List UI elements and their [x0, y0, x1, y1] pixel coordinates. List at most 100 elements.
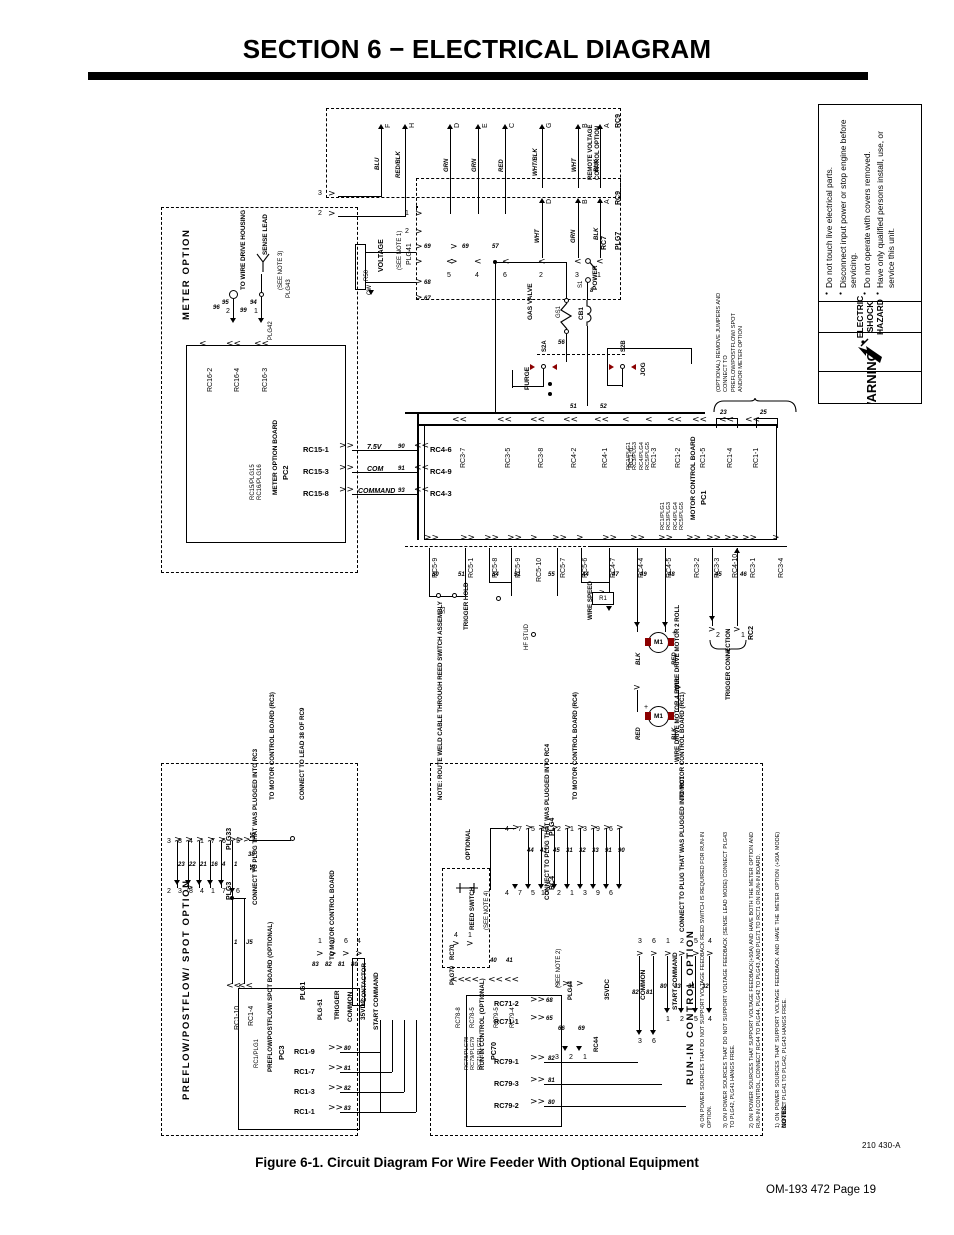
- r1-label: R1: [599, 595, 607, 602]
- route-weld-cable-note: NOTE: ROUTE WELD CABLE THROUGH REED SWIT…: [437, 601, 444, 800]
- conn-b-rc5-10: RC5-10: [536, 557, 543, 582]
- j6-label-a: J6: [250, 832, 257, 840]
- pc1-board: [424, 424, 777, 540]
- pc2-name: METER OPTION BOARD: [272, 419, 279, 495]
- remote-voltage-control-box: [326, 108, 621, 198]
- connect-plug-rc1-note: CONNECT TO PLUG THAT WAS PLUGGED INTO RC…: [679, 775, 686, 932]
- connector-rc9b-label: RC9: [615, 190, 622, 205]
- reed-rc78-8: RC78-8: [456, 1007, 462, 1028]
- trigger-hold-label: TRIGGER HOLD: [463, 582, 470, 630]
- pc3-conns: RC1/PLG1: [254, 1038, 260, 1068]
- optional-label-reed: OPTIONAL: [466, 829, 472, 860]
- plg41-box: [416, 206, 418, 208]
- wire-93: 93: [398, 488, 405, 494]
- pf-rc1-3: RC1-3: [294, 1087, 315, 1096]
- warning-items: Do not touch live electrical parts. Disc…: [819, 105, 921, 301]
- pc1-conns-left: RC1/PLG1 RC3/PLG3 RC4/PLG4 RC5/PLG5: [626, 441, 652, 470]
- runin-control-option-box: [430, 763, 763, 1136]
- ri-rc79-1: RC79-1: [494, 1057, 519, 1066]
- conn-b-rc5-7: RC5-7: [560, 557, 567, 578]
- see-note-3: (SEE NOTE 3): [278, 250, 284, 290]
- wire-drive-motor-4roll: M1: [648, 706, 669, 727]
- pc70-conns: RC78/PLG78 RC79/PLG79 RC71/PLG71: [464, 1036, 483, 1070]
- remove-jumpers-note: (OPTIONAL) REMOVE JUMPERS AND CONNECT TO…: [716, 292, 744, 392]
- pc2-conns: RC15/PLG15 RC16/PLG16: [250, 464, 263, 500]
- notes-item-1: 1) ON POWER SOURCES THAT SUPPORT VOLTAGE…: [775, 832, 789, 1128]
- connect-plug-rc3-note: CONNECT TO PLUG THAT WAS PLUGGED INTO RC…: [252, 748, 259, 905]
- warning-header: ⚠ WARNING ELECTRIC SHOCK HAZARD: [819, 296, 921, 403]
- wire-57: 57: [492, 244, 499, 250]
- gas-valve-label: GAS VALVE: [527, 283, 534, 320]
- pc1-id: PC1: [699, 490, 708, 505]
- pc3-name: PREFLOW/POSTFLOW/ SPOT BOARD (OPTIONAL): [267, 921, 274, 1072]
- rc1-10-label: RC1-10: [234, 1005, 241, 1030]
- rc2-label: RC2: [748, 625, 755, 640]
- conn-b-rc5-1: RC5-1: [468, 557, 475, 578]
- meter-option-label: METER OPTION: [181, 228, 192, 320]
- voltage-label: VOLTAGE: [378, 239, 385, 272]
- wire-drive-motor-2roll: M1: [648, 632, 669, 653]
- connector-rc9-label: RC9: [615, 113, 622, 128]
- motor-id: M1: [653, 639, 664, 646]
- pc3-board: [238, 988, 360, 1130]
- conn-b-rc3-4: RC3-4: [778, 557, 785, 578]
- conn-b-rc4-10: RC4-10: [732, 553, 739, 578]
- figure-caption: Figure 6-1. Circuit Diagram For Wire Fee…: [255, 1155, 699, 1170]
- ri-rc71-2: RC71-2: [494, 999, 519, 1008]
- s2b-label: S2B: [621, 340, 627, 352]
- see-note-1: (SEE NOTE 1): [397, 230, 403, 270]
- plg51-label: PLG-51: [318, 998, 324, 1020]
- trigger-connection-label: TRIGGER CONNECTION: [725, 628, 732, 700]
- plg43-label: PLG43: [286, 279, 292, 298]
- wire-68: 68: [424, 280, 431, 286]
- rc15-3: RC15-3: [303, 467, 329, 476]
- ri-wire-82: 82: [548, 1056, 555, 1062]
- conn-b-rc3-2: RC3-2: [694, 557, 701, 578]
- page-title: SECTION 6 − ELECTRICAL DIAGRAM: [242, 34, 712, 64]
- warning-item: Disconnect input power or stop engine be…: [838, 109, 859, 295]
- pf-rc1-9: RC1-9: [294, 1047, 315, 1056]
- pf-wire-81: 81: [344, 1066, 351, 1072]
- pf-wire-82: 82: [344, 1086, 351, 1092]
- start-command-runin: START COMMAND: [672, 952, 679, 1010]
- s2-dash-link: [537, 354, 625, 355]
- plg41-label: PLG41: [406, 243, 413, 265]
- to-motor-control-board-pf: TO MOTOR CONTROL BOARD: [329, 870, 336, 960]
- notes-item-4: 4) ON POWER SOURCES THAT DO NOT SUPPORT …: [700, 832, 714, 1128]
- preflow-spot-option-box: [161, 763, 358, 1136]
- drawing-number: 210 430-A: [862, 1141, 901, 1150]
- reed-switch-box: [442, 868, 490, 968]
- pc2-id: PC2: [281, 465, 290, 480]
- ri-wire-65: 65: [546, 1016, 553, 1022]
- notes-item-3: 3) ON POWER SOURCES THAT DO NOT SUPPORT …: [723, 832, 737, 1128]
- r50-label: R50: [364, 269, 370, 281]
- preflow-option-label: PREFLOW/POSTFLOW/ SPOT OPTION: [181, 879, 192, 1100]
- notes-item-2: 2) ON POWER SOURCES THAT SUPPORT VOLTAGE…: [749, 832, 763, 1128]
- ri-rc79-2: RC79-2: [494, 1101, 519, 1110]
- warning-box: ⚠ WARNING ELECTRIC SHOCK HAZARD Do not t…: [818, 104, 922, 404]
- ri-rc79-3: RC79-3: [494, 1079, 519, 1088]
- jog-label: JOG: [640, 362, 647, 376]
- signal-com: COM: [367, 466, 384, 473]
- plg42-label: PLG42: [268, 321, 274, 340]
- wire-8: 8: [590, 288, 594, 294]
- pc2-board: [186, 345, 346, 543]
- contactor-label: CONTACTOR: [361, 963, 368, 1002]
- pf-label-trigger: TRIGGER: [334, 990, 341, 1020]
- ri-wire-80: 80: [548, 1100, 555, 1106]
- conn-b-rc3-1: RC3-1: [750, 557, 757, 578]
- j5-label-a: J5: [250, 864, 257, 872]
- to-wire-drive-housing-label: TO WIRE DRIVE HOUSING: [240, 209, 247, 290]
- wire-69: 69: [424, 244, 431, 250]
- pf-rc1-7: RC1-7: [294, 1067, 315, 1076]
- signal-7-5v: 7.5V: [367, 444, 382, 451]
- sense-lead-label: SENSE LEAD: [262, 214, 269, 255]
- electric-shock-icon: [819, 332, 921, 371]
- pf-wire-83: 83: [344, 1106, 351, 1112]
- connector-rc7-label: RC7: [601, 235, 608, 250]
- rc15-1: RC15-1: [303, 445, 329, 454]
- ri-rc71-1: RC71-1: [494, 1017, 519, 1026]
- contactor-box: [352, 958, 365, 1006]
- motor-id-2: M1: [653, 713, 664, 720]
- to-motor-control-rc3-note: TO MOTOR CONTROL BOARD (RC3): [269, 692, 276, 800]
